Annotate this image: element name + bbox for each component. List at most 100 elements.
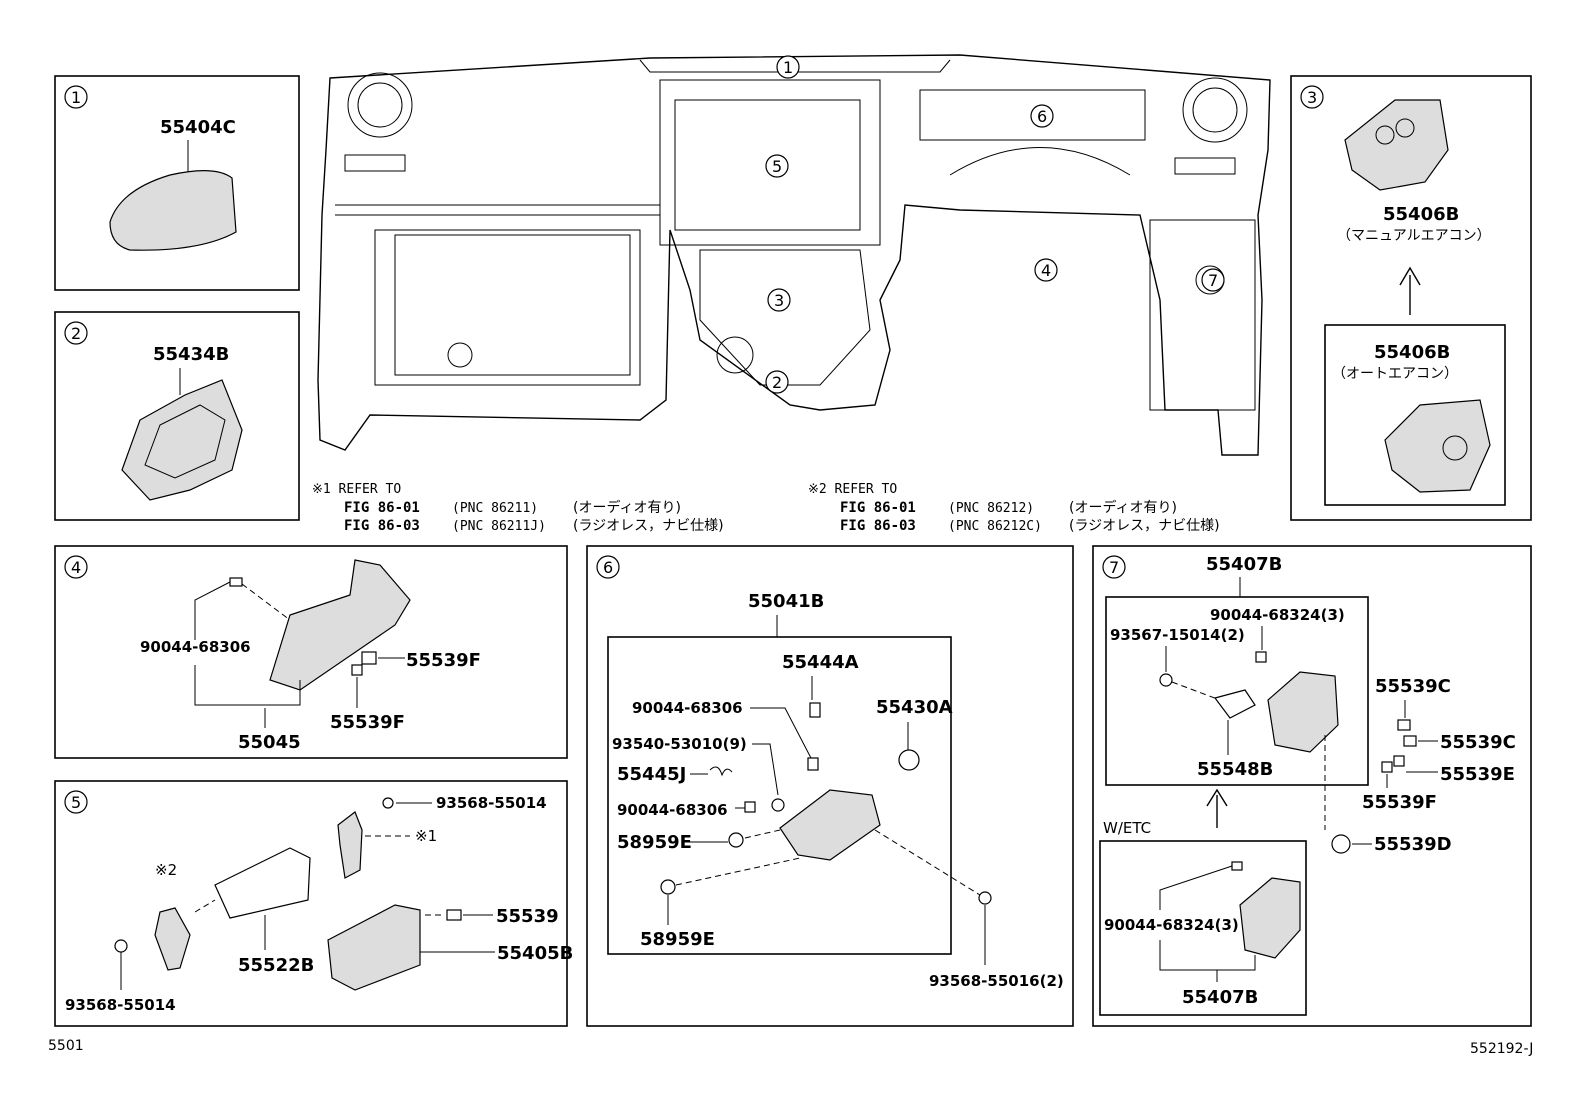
part-90044-68306-a: 90044-68306 xyxy=(632,699,743,717)
panel-5: 5 93568-55014 ※1 ※2 93568-55014 55522B 5… xyxy=(54,780,573,1027)
variant-label: W/ETC xyxy=(1103,819,1151,837)
figure-id-right: 552192-J xyxy=(1470,1041,1533,1057)
part-55539D: 55539D xyxy=(1374,834,1452,855)
bracket-part xyxy=(1213,689,1256,719)
note2-desc1: (オーディオ有り) xyxy=(1069,499,1177,516)
callout-3-label: 3 xyxy=(774,291,784,310)
part-55041B: 55041B xyxy=(748,591,824,612)
callout-4-label: 4 xyxy=(1041,261,1051,280)
note1-pnc1: (PNC 86211) xyxy=(452,501,538,516)
spring-part xyxy=(709,766,733,777)
part-90044-68306: 90044-68306 xyxy=(140,638,251,656)
part-55539E: 55539E xyxy=(1440,764,1515,785)
bracket-left xyxy=(154,907,191,971)
note2-pnc2: (PNC 86212C) xyxy=(948,519,1042,534)
label-manual-ac: （マニュアルエアコン） xyxy=(1337,228,1491,244)
bracket-right xyxy=(337,811,363,879)
panel3-index: 3 xyxy=(1307,88,1317,107)
ac-panel-auto xyxy=(1384,399,1491,493)
cap-part xyxy=(1331,834,1351,854)
panel1-index: 1 xyxy=(71,88,81,107)
switch-panel-top xyxy=(1267,671,1339,753)
part-55406B-auto: 55406B xyxy=(1374,342,1450,363)
callout-1: 1 xyxy=(776,55,800,79)
part-55539F: 55539F xyxy=(1362,792,1437,813)
panel-2: 2 55434B xyxy=(54,311,300,521)
glove-box-part xyxy=(269,559,411,691)
glove-box-lid xyxy=(779,789,881,861)
note2-fig2: FIG 86-03 xyxy=(840,518,916,534)
panel7-index: 7 xyxy=(1109,558,1119,577)
callout-5-label: 5 xyxy=(772,157,782,176)
lid-part xyxy=(214,847,311,919)
part-55445J: 55445J xyxy=(617,764,686,785)
part-90044-68324-bottom: 90044-68324(3) xyxy=(1104,916,1239,934)
label-auto-ac: （オートエアコン） xyxy=(1332,366,1458,382)
part-55522B: 55522B xyxy=(238,955,314,976)
part-55430A: 55430A xyxy=(876,697,953,718)
part-55548B: 55548B xyxy=(1197,759,1273,780)
note1-desc1: (オーディオ有り) xyxy=(573,499,681,516)
part-55405B: 55405B xyxy=(497,943,573,964)
switch-panel-bottom xyxy=(1239,877,1301,959)
panel6-index: 6 xyxy=(603,558,613,577)
panel4-index: 4 xyxy=(71,558,81,577)
part-55539F-b: 55539F xyxy=(330,712,405,733)
part-58959E-b: 58959E xyxy=(640,929,715,950)
note2-fig1: FIG 86-01 xyxy=(840,500,916,516)
note1-fig2: FIG 86-03 xyxy=(344,518,420,534)
part-93567-15014: 93567-15014(2) xyxy=(1110,626,1245,644)
note1-pnc2: (PNC 86211J) xyxy=(452,519,546,534)
part-93568-55016: 93568-55016(2) xyxy=(929,972,1064,990)
callout-6-label: 6 xyxy=(1037,107,1047,126)
ref-mark-2: ※2 xyxy=(155,861,177,879)
part-58959E-a: 58959E xyxy=(617,832,692,853)
callout-4: 4 xyxy=(1034,258,1058,282)
part-90044-68306-b: 90044-68306 xyxy=(617,801,728,819)
note2-pnc1: (PNC 86212) xyxy=(948,501,1034,516)
refer-notes: ※1 REFER TO FIG 86-01 (PNC 86211) (オーディオ… xyxy=(312,482,1220,534)
callout-7-label: 7 xyxy=(1208,271,1218,290)
bezel-part xyxy=(327,904,421,991)
note1-desc2: (ラジオレス，ナビ仕様) xyxy=(573,518,724,534)
part-55539: 55539 xyxy=(496,906,559,927)
part-55539C-b: 55539C xyxy=(1440,732,1516,753)
part-93540-53010: 93540-53010(9) xyxy=(612,735,747,753)
callout-6: 6 xyxy=(1030,104,1054,128)
panel-4: 4 90044-68306 55539F 55539F 55045 xyxy=(54,545,568,759)
part-55434B: 55434B xyxy=(153,344,229,365)
upper-panel-part xyxy=(109,170,237,251)
part-55539C-a: 55539C xyxy=(1375,676,1451,697)
note1-fig1: FIG 86-01 xyxy=(344,500,420,516)
callout-2: 2 xyxy=(765,370,789,394)
part-93568-55014-top: 93568-55014 xyxy=(436,794,547,812)
stop-part xyxy=(898,749,920,771)
part-55406B-manual: 55406B xyxy=(1383,204,1459,225)
panel2-index: 2 xyxy=(71,324,81,343)
note1-head: ※1 REFER TO xyxy=(312,482,401,497)
instrument-panel-drawing xyxy=(317,54,1271,456)
part-55444A: 55444A xyxy=(782,652,859,673)
callout-1-label: 1 xyxy=(783,58,793,77)
callout-5: 5 xyxy=(765,154,789,178)
panel-7: 7 55407B 90044-68324(3) 93567-15014(2) 5… xyxy=(1092,545,1532,1027)
panel-3: 3 55406B （マニュアルエアコン） 55406B （オートエアコン） xyxy=(1290,75,1532,521)
callout-3: 3 xyxy=(767,288,791,312)
part-55407B-bottom: 55407B xyxy=(1182,987,1258,1008)
part-90044-68324-top: 90044-68324(3) xyxy=(1210,606,1345,624)
ac-panel-manual xyxy=(1344,99,1449,191)
panel-6: 6 55041B 55444A 90044-68306 55430A 93540… xyxy=(586,545,1074,1027)
part-55539F-a: 55539F xyxy=(406,650,481,671)
ref-mark-1: ※1 xyxy=(415,827,437,845)
callout-2-label: 2 xyxy=(772,373,782,392)
page-number-left: 5501 xyxy=(48,1038,84,1054)
cup-holder-part xyxy=(121,379,243,501)
panel-1: 1 55404C xyxy=(54,75,300,291)
note2-head: ※2 REFER TO xyxy=(808,482,897,497)
note2-desc2: (ラジオレス，ナビ仕様) xyxy=(1069,518,1220,534)
panel5-index: 5 xyxy=(71,793,81,812)
callout-7: 7 xyxy=(1201,268,1225,292)
part-93568-55014-bottom: 93568-55014 xyxy=(65,996,176,1014)
part-55404C: 55404C xyxy=(160,117,236,138)
